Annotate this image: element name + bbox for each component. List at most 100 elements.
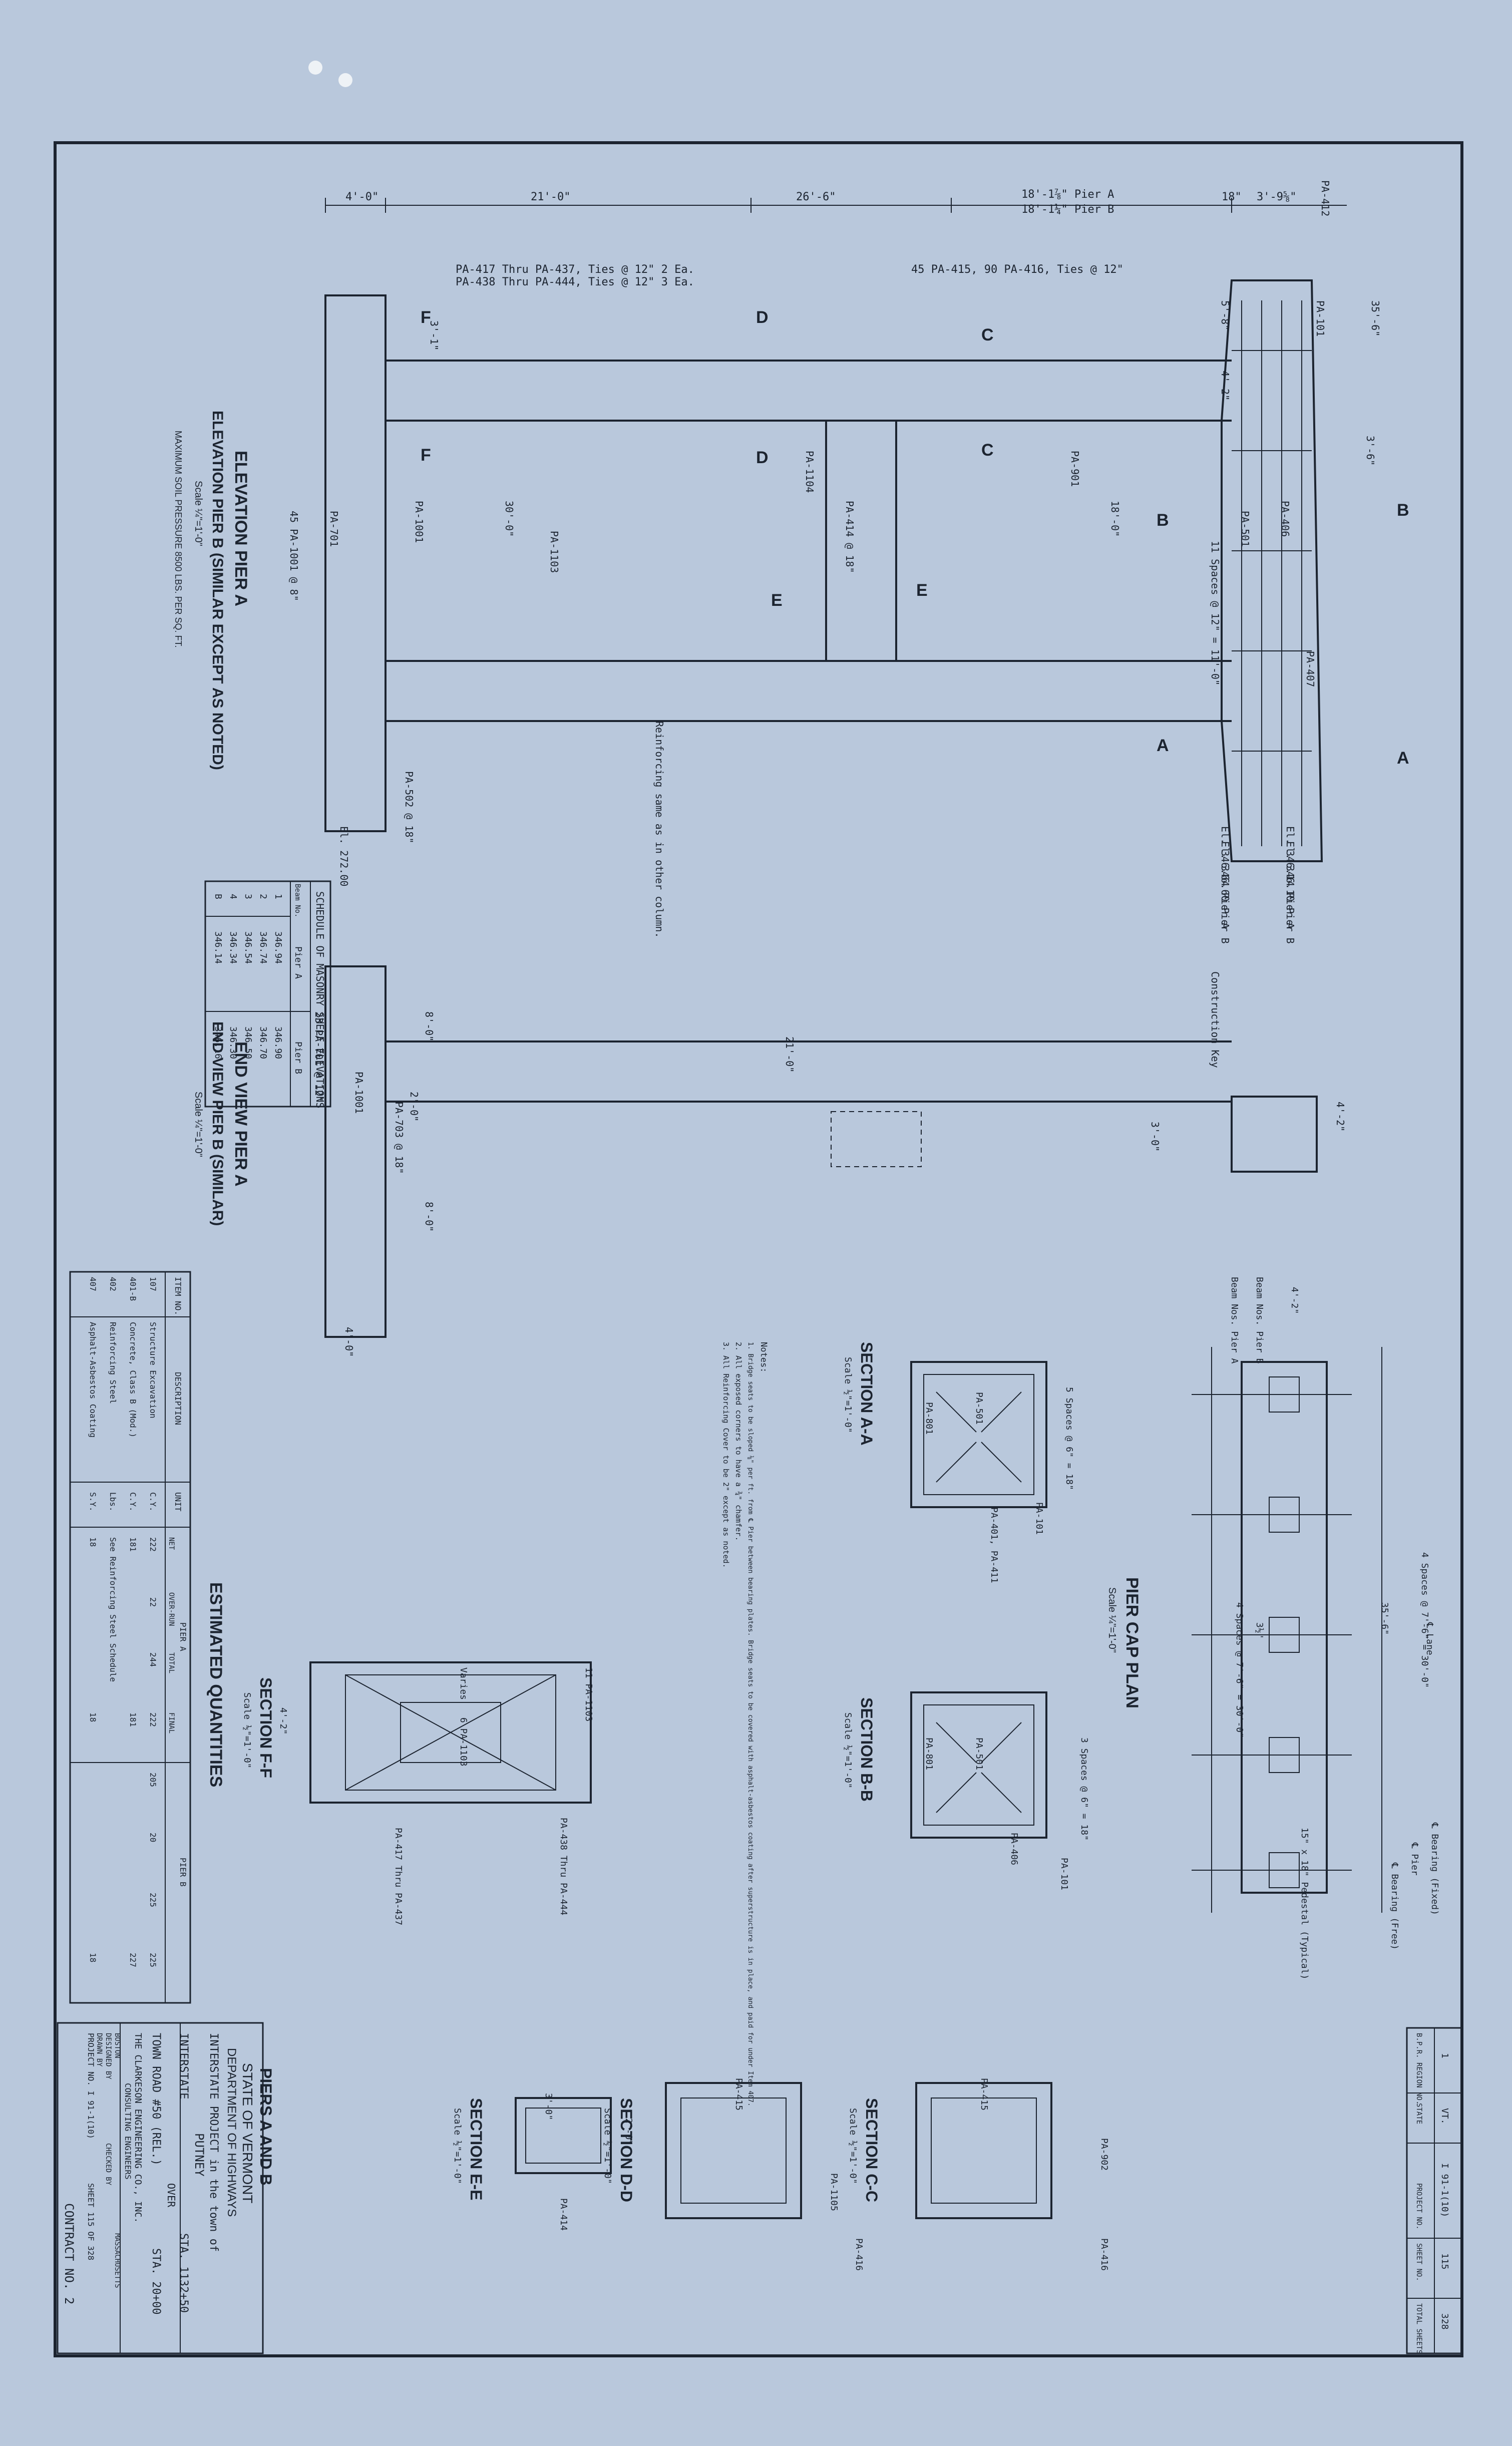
section-aa-title: SECTION A-A [858,1342,876,1446]
q-cell: Concrete, Class B (Mod.) [128,1322,138,1438]
schedule-cell: 3 [243,894,253,899]
q-cell: 18 [88,1537,98,1547]
tb-project-no: PROJECT NO. I 91-1(10) [86,2033,96,2139]
tb-designed: DESIGNED BY [104,2033,112,2079]
rebar-label: PA-703 @ 18" [393,1102,405,1174]
q-cell: Reinforcing Steel [108,1322,118,1404]
pier-cap-title-group: PIER CAP PLAN Scale ¼"=1'-0" [1106,1577,1142,1708]
dim-text: 3½" [1254,1622,1265,1639]
rebar-label: PA-801 [924,1737,934,1770]
section-markers: F F D D C C E E B B A A [421,308,1409,768]
section-ee-drawing [515,2097,612,2174]
dim-text: 21'-0" [531,191,570,203]
rebar-label: PA-415 [733,2078,744,2111]
project-box [1406,2027,1463,2354]
schedule-cell: 346.90 [273,1026,283,1059]
schedule-cell: 1 [273,894,283,899]
quantities-subheader: FINAL [167,1712,175,1733]
cap-label: 15" x 18" Pedestal (Typical) [1299,1828,1310,1979]
dim-text: 35'-6" [1369,300,1381,336]
schedule-cell: 346.54 [243,931,253,964]
q-cell: S.Y. [88,1492,98,1512]
end-view-subtitle: END VIEW PIER B (SIMILAR) [209,1021,226,1226]
elevation-note: MAXIMUM SOIL PRESSURE 8500 LBS. PER SQ. … [173,431,183,647]
elevation-mark: El. 272.00 [338,826,350,886]
schedule-cell: 346.70 [258,1026,268,1059]
schedule-cell: 346.16 [213,1026,223,1059]
rebar-label: 45 PA-1001 @ 8" [288,511,300,601]
rebar-label: PA-1103 [548,531,560,573]
pb-header: TOTAL SHEETS [1415,2303,1423,2354]
rebar-label: PA-1104 [804,451,816,493]
punch-hole [308,61,322,75]
tb-sheet: SHEET 115 OF 328 [86,2183,96,2260]
dim-text: 3'-0" [1149,1122,1161,1152]
section-dd-drawing [665,2082,802,2219]
rebar-label: 6 PA-1103 [458,1717,469,1767]
rebar-label: PA-901 [1069,451,1081,487]
q-cell: Asphalt-Asbestos Coating [88,1322,98,1438]
pier-cap-title: PIER CAP PLAN [1122,1577,1142,1708]
punch-hole [338,73,352,87]
dim-text: 18'-1¼" Pier B [1021,203,1114,216]
schedule-cell: 346.14 [213,931,223,964]
q-cell: 244 [148,1652,158,1667]
section-bb-title: SECTION B-B [858,1697,876,1802]
marker-a: A [1157,736,1169,755]
section-bb-text: SECTION B-B Scale ½"=1'-0" PA-501 PA-801… [843,1697,1089,1890]
tb-sta1: STA. 1132+50 [177,2233,190,2313]
section-aa-text: SECTION A-A Scale ½"=1'-0" PA-501 PA-801… [843,1342,1074,1583]
elevation-scale: Scale ¼"=1'-0" [193,481,204,546]
marker-c: C [981,325,994,344]
marker-d: D [756,308,769,327]
rebar-label: PA-406 [1279,501,1291,537]
q-cell: Structure Excavation [148,1322,158,1419]
dim-text: 4'-2" [1289,1287,1300,1314]
cap-label: Beam Nos. Pier B [1254,1277,1265,1363]
note-text: Reinforcing same as in other column. [653,721,665,938]
end-view-title: END VIEW PIER A [231,1041,250,1187]
quantities-row: 407 Asphalt-Asbestos Coating S.Y. 18 18 … [88,1277,98,1962]
tb-checked: CHECKED BY [104,2143,112,2186]
quantities-subheader: NET [167,1537,175,1550]
quantities-header: ITEM NO. [173,1277,183,1315]
pb-value: I 91-1(10) [1439,2163,1450,2217]
ties-note: PA-438 Thru PA-444, Ties @ 12" 3 Ea. [456,276,694,288]
rebar-label: PA-414 @ 18" [844,501,856,573]
quantities-title: ESTIMATED QUANTITIES [206,1582,225,1787]
section-bb-drawing [910,1691,1047,1839]
dim-text: 2'-0" [623,2118,634,2145]
cap-label: ℄ Lane [1424,1622,1435,1655]
tb-road: TOWN ROAD #50 (REL.) [150,2033,162,2166]
title-block [57,2022,264,2354]
elevation-labels: PA-1103 PA-1104 PA-1001 PA-701 PA-502 @ … [288,180,1381,944]
rebar-label: PA-101 [1034,1502,1044,1535]
pier-cap-scale: Scale ¼"=1'-0" [1106,1587,1117,1653]
tb-state2: MASSACHUSETTS [113,2233,121,2288]
dim-text: 18'-1⅞" Pier A [1021,188,1114,201]
title-block-text: PIERS A AND B STATE OF VERMONT DEPARTMEN… [62,2033,275,2314]
schedule-cell: 346.34 [228,931,238,964]
q-cell: 222 [148,1537,158,1552]
schedule-cell: 2 [258,894,268,899]
marker-f: F [421,308,431,327]
tb-contract: CONTRACT NO. 2 [62,2203,76,2304]
quantities-row: 401-B Concrete, Class B (Mod.) C.Y. 181 … [128,1277,138,1967]
rebar-label: PA-412 [1319,180,1331,216]
rebar-label: PA-1001 [413,501,425,543]
schedule-cell: 4 [228,894,238,899]
dim-text: 4'-0" [343,1327,355,1357]
pb-header: STATE [1415,2103,1423,2124]
q-cell: 107 [148,1277,158,1291]
q-cell: 20 [148,1833,158,1842]
elevation-title: ELEVATION PIER A [231,451,250,606]
dim-text: 21'-0" [784,1036,796,1073]
marker-e: E [916,581,928,600]
quantities-row: 402 Reinforcing Steel Lbs. See Reinforci… [108,1277,118,1682]
note-item: 2. All exposed corners to have a ¾" cham… [734,1342,743,1541]
section-ee-text: SECTION E-E Scale ½"=1'-0" 3'-0" PA-414 … [452,2093,634,2231]
elevation-mark: El. 346.60 Pier B [1219,841,1231,944]
section-ff-title: SECTION F-F [257,1677,275,1778]
